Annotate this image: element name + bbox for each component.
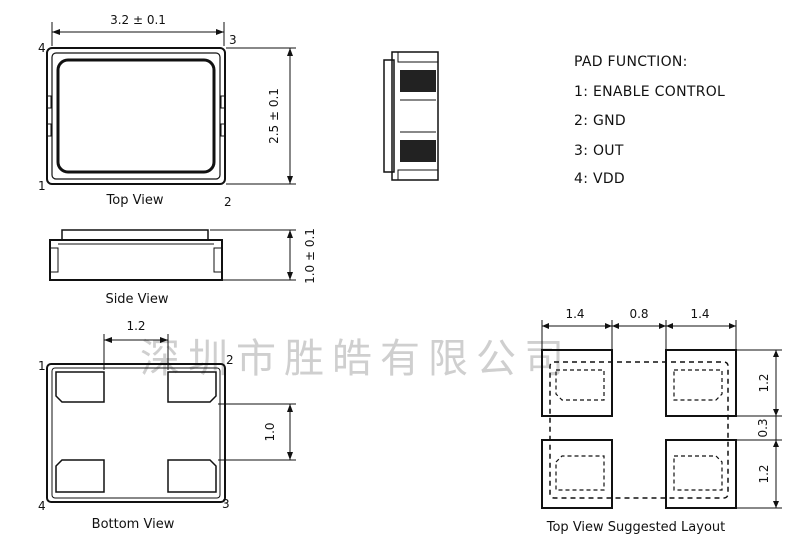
layout-caption: Top View Suggested Layout bbox=[546, 520, 726, 535]
top-pin-1: 1 bbox=[38, 179, 46, 193]
bottom-pin-1: 1 bbox=[38, 359, 46, 373]
side-view bbox=[49, 229, 296, 281]
top-view-caption: Top View bbox=[106, 193, 164, 208]
top-pin-3: 3 bbox=[229, 33, 237, 47]
layout-pad-height-bottom: 1.2 bbox=[757, 464, 771, 483]
top-height-dim: 2.5 ± 0.1 bbox=[267, 88, 281, 144]
suggested-layout bbox=[541, 320, 782, 509]
top-view bbox=[46, 22, 296, 185]
top-pin-4: 4 bbox=[38, 41, 46, 55]
pad-function-item-3: 3: OUT bbox=[574, 143, 624, 159]
bottom-pad-spacing-dim: 1.2 bbox=[126, 319, 145, 333]
watermark: 深圳市胜皓有限公司 bbox=[140, 336, 572, 382]
bottom-pin-4: 4 bbox=[38, 499, 46, 513]
bottom-pin-2: 2 bbox=[226, 353, 234, 367]
bottom-pin-3: 3 bbox=[222, 497, 230, 511]
pad-function-item-2: 2: GND bbox=[574, 113, 626, 129]
layout-gap-height: 0.3 bbox=[756, 418, 770, 437]
top-width-dim: 3.2 ± 0.1 bbox=[110, 13, 166, 27]
pad-function-heading: PAD FUNCTION: bbox=[574, 54, 688, 70]
layout-pad-height-top: 1.2 bbox=[757, 373, 771, 392]
side-height-dim: 1.0 ± 0.1 bbox=[303, 228, 317, 284]
layout-pad-width-left: 1.4 bbox=[565, 307, 584, 321]
bottom-pad-height-dim: 1.0 bbox=[263, 422, 277, 441]
pad-function-item-1: 1: ENABLE CONTROL bbox=[574, 84, 726, 100]
bottom-view bbox=[46, 334, 296, 503]
side-view-caption: Side View bbox=[105, 292, 168, 307]
end-view bbox=[383, 51, 439, 181]
top-pin-2: 2 bbox=[224, 195, 232, 209]
bottom-view-caption: Bottom View bbox=[92, 517, 175, 532]
layout-gap-width: 0.8 bbox=[629, 307, 648, 321]
pad-function-item-4: 4: VDD bbox=[574, 171, 626, 187]
layout-pad-width-right: 1.4 bbox=[690, 307, 709, 321]
